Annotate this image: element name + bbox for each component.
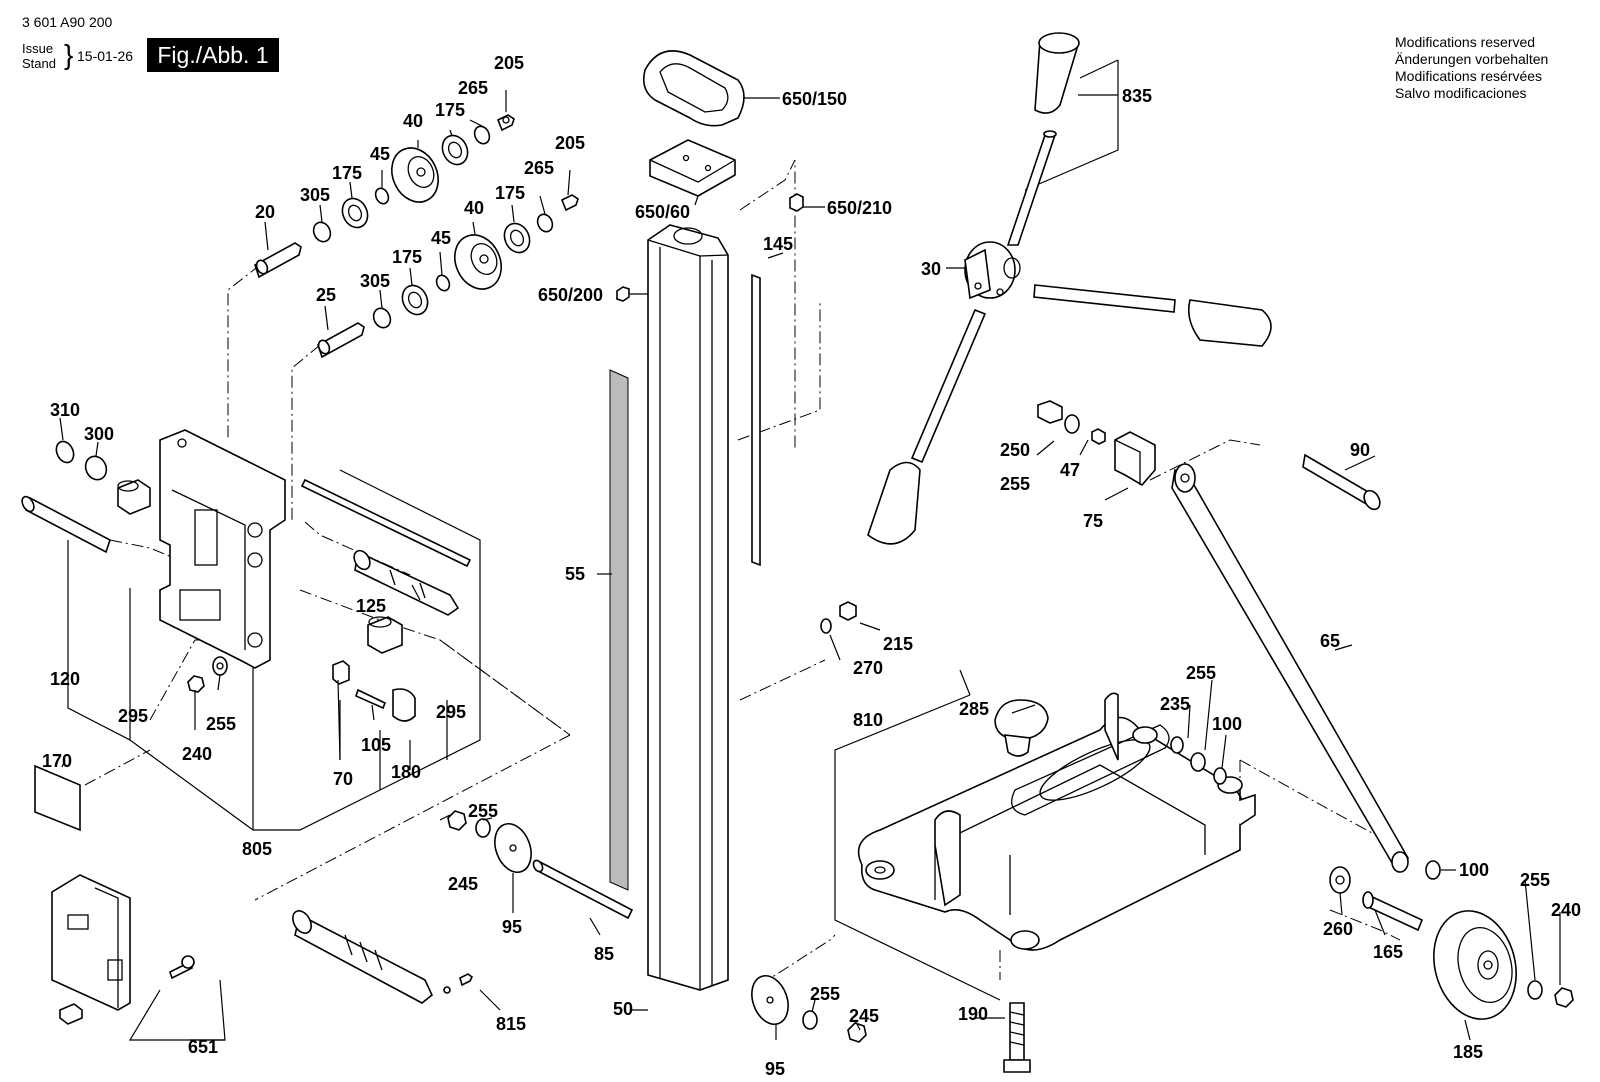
- callout-215: 215: [883, 634, 913, 654]
- callout-55: 55: [565, 564, 585, 584]
- callout-255: 255: [206, 714, 236, 734]
- stand-label: Stand: [22, 56, 56, 71]
- callout-651: 651: [188, 1037, 218, 1057]
- callout-650-60: 650/60: [635, 202, 690, 222]
- callout-175: 175: [392, 247, 422, 267]
- callout-805: 805: [242, 839, 272, 859]
- callout-245: 245: [448, 874, 478, 894]
- issue-label: Issue: [22, 41, 54, 56]
- leader-lines: [59, 90, 1561, 1041]
- callout-40: 40: [403, 111, 423, 131]
- callout-310: 310: [50, 400, 80, 420]
- callout-240: 240: [182, 744, 212, 764]
- callout-65: 65: [1320, 631, 1340, 651]
- callout-25: 25: [316, 285, 336, 305]
- callout-47: 47: [1060, 460, 1080, 480]
- callout-245: 245: [849, 1006, 879, 1026]
- callout-295: 295: [436, 702, 466, 722]
- brace-glyph: }: [64, 39, 74, 70]
- callout-205: 205: [555, 133, 585, 153]
- column: [447, 50, 867, 1043]
- callout-810: 810: [853, 710, 883, 730]
- base-plate: [857, 692, 1441, 1073]
- callout-815: 815: [496, 1014, 526, 1034]
- callout-255: 255: [1520, 870, 1550, 890]
- roller-stack-lower: [317, 194, 579, 359]
- callout-20: 20: [255, 202, 275, 222]
- callout-50: 50: [613, 999, 633, 1019]
- callout-175: 175: [332, 163, 362, 183]
- note-line: Salvo modificaciones: [1395, 85, 1527, 101]
- callout-305: 305: [300, 185, 330, 205]
- callout-300: 300: [84, 424, 114, 444]
- callout-75: 75: [1083, 511, 1103, 531]
- callout-260: 260: [1323, 919, 1353, 939]
- callout-265: 265: [458, 78, 488, 98]
- callout-185: 185: [1453, 1042, 1483, 1062]
- callout-125: 125: [356, 596, 386, 616]
- callout-190: 190: [958, 1004, 988, 1024]
- callout-175: 175: [495, 183, 525, 203]
- callout-labels: 205 265 40 175 45 175 305 20 205 265 40 …: [42, 53, 1581, 1079]
- callout-30: 30: [921, 259, 941, 279]
- callout-70: 70: [333, 769, 353, 789]
- callout-145: 145: [763, 234, 793, 254]
- callout-835: 835: [1122, 86, 1152, 106]
- part-number: 3 601 A90 200: [22, 14, 113, 30]
- callout-305: 305: [360, 271, 390, 291]
- callout-255: 255: [810, 984, 840, 1004]
- callout-40: 40: [464, 198, 484, 218]
- modification-notes: Modifications reserved Änderungen vorbeh…: [1395, 34, 1548, 102]
- callout-270: 270: [853, 658, 883, 678]
- issue-date: 15-01-26: [77, 48, 134, 64]
- note-line: Modifications resérvées: [1395, 68, 1543, 84]
- figure-label: Fig./Abb. 1: [147, 38, 279, 72]
- callout-120: 120: [50, 669, 80, 689]
- pinion-shaft: [292, 910, 474, 1004]
- callout-45: 45: [370, 144, 390, 164]
- callout-295: 295: [118, 706, 148, 726]
- callout-175: 175: [435, 100, 465, 120]
- callout-95: 95: [765, 1059, 785, 1079]
- callout-235: 235: [1160, 694, 1190, 714]
- callout-45: 45: [431, 228, 451, 248]
- callout-170: 170: [42, 751, 72, 771]
- callout-95: 95: [502, 917, 522, 937]
- callout-650-210: 650/210: [827, 198, 892, 218]
- callout-265: 265: [524, 158, 554, 178]
- callout-650-150: 650/150: [782, 89, 847, 109]
- roller-stack-upper: [254, 114, 515, 279]
- note-line: Modifications reserved: [1395, 34, 1536, 50]
- callout-90: 90: [1350, 440, 1370, 460]
- note-line: Änderungen vorbehalten: [1395, 51, 1549, 67]
- callout-255: 255: [468, 801, 498, 821]
- feed-handle: [867, 32, 1272, 545]
- adjuster-parts: [1037, 400, 1410, 873]
- callout-85: 85: [594, 944, 614, 964]
- bracket-plate: [51, 874, 195, 1025]
- callout-100: 100: [1459, 860, 1489, 880]
- wheel-assembly: [1329, 866, 1574, 1020]
- callout-105: 105: [361, 735, 391, 755]
- callout-285: 285: [959, 699, 989, 719]
- callout-255: 255: [1186, 663, 1216, 683]
- callout-240: 240: [1551, 900, 1581, 920]
- carriage-housing: [21, 429, 472, 832]
- callout-205: 205: [494, 53, 524, 73]
- callout-180: 180: [391, 762, 421, 782]
- callout-100: 100: [1212, 714, 1242, 734]
- callout-650-200: 650/200: [538, 285, 603, 305]
- callout-250: 250: [1000, 440, 1030, 460]
- callout-165: 165: [1373, 942, 1403, 962]
- callout-255: 255: [1000, 474, 1030, 494]
